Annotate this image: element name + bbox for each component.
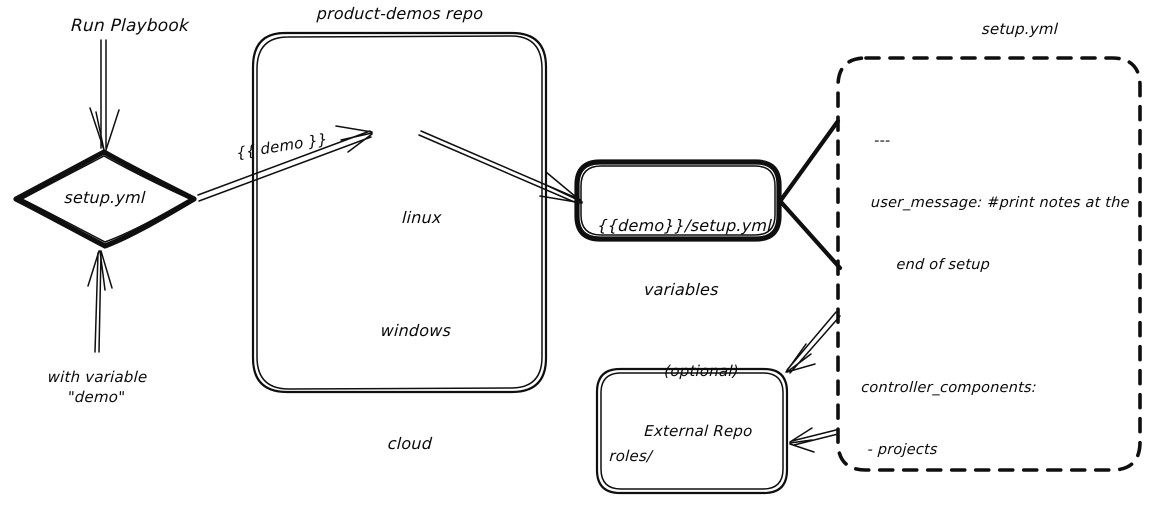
repo-item-cloud: cloud [387,433,433,453]
yaml-line [864,316,1151,337]
arrow-projects-to-external-repo [785,311,841,374]
setup-yml-file-title: setup.yml [981,20,1059,38]
yaml-line: end of setup [867,256,991,273]
repo-item-windows: windows [380,320,452,340]
yaml-line: user_message: #print notes at the [870,194,1131,211]
demo-setup-variables-label: {{demo}}/setup.yml variables [584,173,783,342]
arrow-demo-to-linux [197,125,373,202]
setup-yml-file-box[interactable] [836,56,1142,472]
with-variable-label: with variable "demo" [47,368,148,407]
repo-item-linux: linux [401,208,443,228]
connector-setupyml-to-variables [778,118,843,271]
setup-yml-diamond-shape[interactable] [13,149,197,249]
yaml-line: - inventory_sources [854,502,1151,505]
run-playbook-label: Run Playbook [70,16,190,36]
yaml-line: --- [873,133,891,150]
external-repo-title-optional: (optional) [663,361,740,380]
demo-setup-variables-line2: variables [643,279,720,299]
demo-setup-variables-box[interactable] [574,159,782,242]
setup-yml-diamond-label: setup.yml [63,188,147,207]
demo-setup-variables-line1: {{demo}}/setup.yml [596,216,773,236]
arrow-with-variable-to-setup [87,250,113,353]
external-repo-items: roles/ playbooks/ .... [600,402,763,505]
yaml-line: controller_components: [860,380,1038,397]
product-demos-repo-title: product-demos repo [316,4,484,23]
external-repo-item-roles: roles/ [608,446,653,465]
product-demos-repo-box[interactable] [251,31,548,394]
arrow-run-playbook-to-setup [89,39,120,151]
external-repo-box[interactable] [595,367,789,495]
arrow-jobtemplates-to-external-repo [789,427,839,453]
yaml-line: - projects [857,441,939,458]
